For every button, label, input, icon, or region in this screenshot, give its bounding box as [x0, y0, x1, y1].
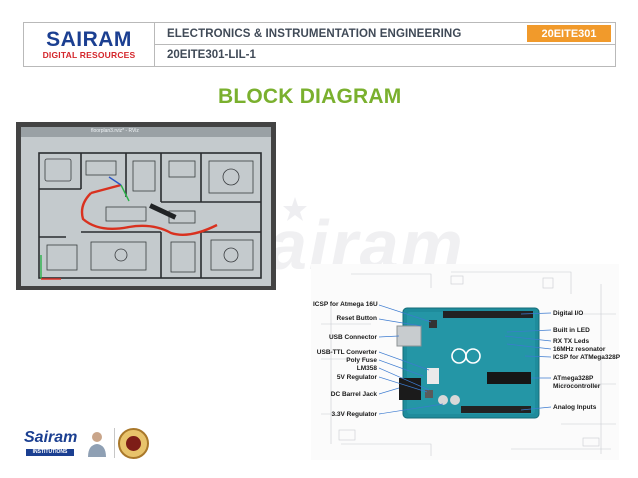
- watermark-star-icon: [283, 197, 307, 221]
- rviz-window-caption: floorplan3.rviz* - RViz: [91, 128, 139, 134]
- floorplan-map: [21, 137, 271, 286]
- label-reset-button: Reset Button: [336, 315, 377, 322]
- rviz-screen: floorplan3.rviz* - RViz: [21, 127, 271, 286]
- label-poly-fuse: Poly Fuse: [346, 357, 377, 364]
- course-code-badge: 20EITE301: [527, 25, 611, 42]
- label-usb-connector: USB Connector: [328, 334, 377, 341]
- founder-portrait-icon: [88, 432, 106, 457]
- label-lm358: LM358: [356, 365, 377, 372]
- label-icsp-atmega16u: ICSP for Atmega 16U: [313, 301, 378, 308]
- label-dc-barrel-jack: DC Barrel Jack: [330, 391, 377, 398]
- label-analog-inputs: Analog Inputs: [553, 404, 597, 411]
- label-icsp-atmega328p: ICSP for ATMega328P: [553, 354, 621, 361]
- sairam-digital-resources-logo: SAIRAM DIGITAL RESOURCES: [24, 23, 155, 66]
- label-rx-tx-leds: RX TX Leds: [553, 338, 590, 345]
- label-3v3-regulator: 3.3V Regulator: [331, 411, 377, 418]
- logo-sub-text: DIGITAL RESOURCES: [42, 49, 136, 60]
- footer-institutions-text: INSTITUTIONS: [26, 449, 74, 456]
- label-built-in-led: Built in LED: [553, 327, 590, 334]
- arduino-uno-diagram: ICSP for Atmega 16U Reset Button USB Con…: [311, 264, 621, 460]
- arduino-board-illustration: [321, 271, 616, 456]
- slide-header: SAIRAM DIGITAL RESOURCES ELECTRONICS & I…: [23, 22, 616, 67]
- seal-emblem-icon: [118, 428, 149, 459]
- sairam-institutions-logo: Sairam INSTITUTIONS: [22, 425, 152, 465]
- footer-logo-text: Sairam: [24, 429, 78, 446]
- label-16mhz-resonator: 16MHz resonator: [553, 346, 606, 353]
- rviz-toolbar: floorplan3.rviz* - RViz: [21, 127, 271, 137]
- department-name: ELECTRONICS & INSTRUMENTATION ENGINEERIN…: [167, 28, 462, 40]
- label-digital-io: Digital I/O: [553, 310, 584, 317]
- logo-main-text: SAIRAM: [46, 27, 132, 51]
- footer-divider: [114, 428, 115, 458]
- label-usb-ttl-converter: USB-TTL Converter: [316, 349, 377, 356]
- label-atmega328p: ATmega328P: [553, 375, 594, 382]
- seal-center: [126, 436, 141, 451]
- label-microcontroller: Microcontroller: [553, 383, 601, 390]
- rviz-floorplan-photo: floorplan3.rviz* - RViz: [16, 122, 276, 290]
- label-5v-regulator: 5V Regulator: [336, 374, 377, 381]
- course-subtitle: 20EITE301-LIL-1: [167, 49, 256, 61]
- header-divider: [155, 44, 615, 45]
- slide-title: BLOCK DIAGRAM: [218, 85, 402, 108]
